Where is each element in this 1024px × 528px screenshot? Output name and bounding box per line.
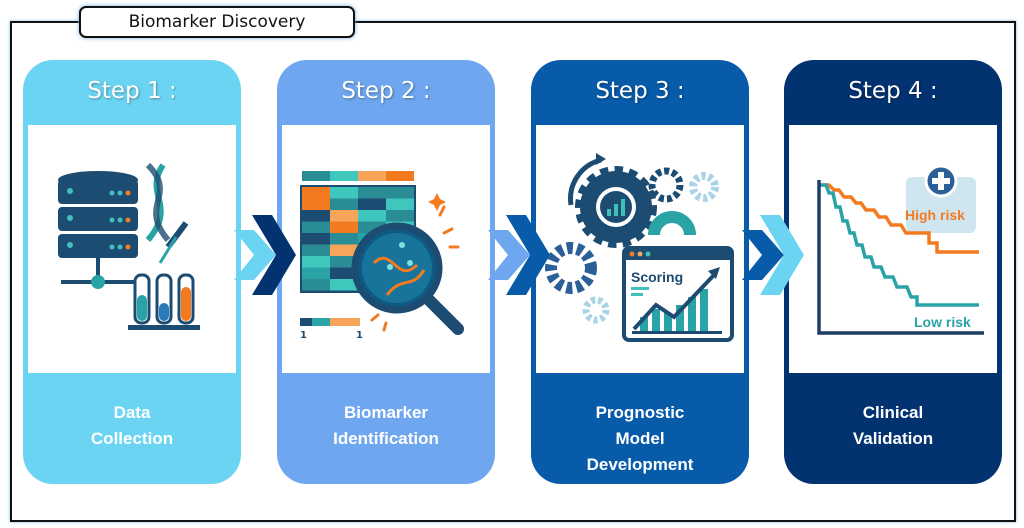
heatmap-cell [302, 198, 330, 210]
heatmap-cell [330, 233, 358, 245]
step-label-line: Collection [90, 429, 174, 448]
heatmap-cell [330, 256, 358, 268]
heatmap-magnifier-icon: 1 1 [300, 171, 464, 341]
step-number: Step 4 : [848, 78, 938, 104]
step-label-line: Clinical [862, 403, 924, 422]
heatmap-cell [386, 187, 414, 199]
heatmap-scale-max: 1 [356, 330, 363, 341]
step-label-line: Validation [852, 429, 934, 448]
step-number: Step 2 : [341, 78, 431, 104]
database-dna-test-tubes-icon [58, 162, 200, 330]
step-panel-3: Step 3 : Scoring Prognostic Model [531, 60, 749, 484]
heatmap-cell [358, 187, 386, 199]
heatmap-cell [302, 221, 330, 233]
high-risk-label: High risk [905, 207, 965, 223]
heatmap-cell [330, 187, 358, 199]
heatmap-cell [358, 221, 386, 233]
chevron-arrow-icon [742, 215, 804, 295]
scoring-caption: Scoring [631, 269, 683, 285]
heatmap-cell [330, 279, 358, 291]
heatmap-cell [330, 244, 358, 256]
step-label: Prognostic Model Development [531, 400, 749, 478]
step-label: Data Collection [23, 400, 241, 452]
heatmap-cell [302, 244, 330, 256]
step-number: Step 1 : [87, 78, 177, 104]
step-panel-4: Step 4 : High risk Low risk Clinical Val… [784, 60, 1002, 484]
step-illustration: 1 1 [282, 125, 490, 373]
step-illustration: High risk Low risk [789, 125, 997, 373]
gears-scoring-chart-icon: Scoring [545, 153, 734, 342]
low-risk-label: Low risk [914, 314, 971, 330]
heatmap-cell [302, 256, 330, 268]
chevron-arrow-icon [234, 215, 296, 295]
diagram-title: Biomarker Discovery [79, 6, 355, 38]
step-number: Step 3 : [595, 78, 685, 104]
step-label-line: Data [113, 403, 151, 422]
heatmap-cell [302, 210, 330, 222]
diagram-frame [10, 21, 1016, 522]
heatmap-cell [386, 210, 414, 222]
step-panel-2: Step 2 : 1 1 Biomarker Identification [277, 60, 495, 484]
step-label: Clinical Validation [784, 400, 1002, 452]
step-label-line: Identification [333, 429, 439, 448]
heatmap-cell [302, 233, 330, 245]
heatmap-cell [330, 221, 358, 233]
step-label-line: Model [615, 429, 665, 448]
heatmap-cell [302, 267, 330, 279]
step-label: Biomarker Identification [277, 400, 495, 452]
step-label-line: Development [586, 455, 694, 474]
heatmap-cell [302, 279, 330, 291]
step-illustration: Scoring [536, 125, 744, 373]
step-panel-1: Step 1 : [23, 60, 241, 484]
heatmap-cell [302, 187, 330, 199]
heatmap-scale-min: 1 [300, 330, 307, 341]
heatmap-cell [330, 267, 358, 279]
step-illustration [28, 125, 236, 373]
heatmap-cell [330, 198, 358, 210]
heatmap-cell [330, 210, 358, 222]
step-label-line: Prognostic [595, 403, 685, 422]
heatmap-cell [358, 198, 386, 210]
heatmap-cell [358, 210, 386, 222]
heatmap-cell [386, 198, 414, 210]
survival-curve-icon: High risk Low risk [817, 164, 984, 335]
chevron-arrow-icon [488, 215, 550, 295]
step-label-line: Biomarker [343, 403, 429, 422]
